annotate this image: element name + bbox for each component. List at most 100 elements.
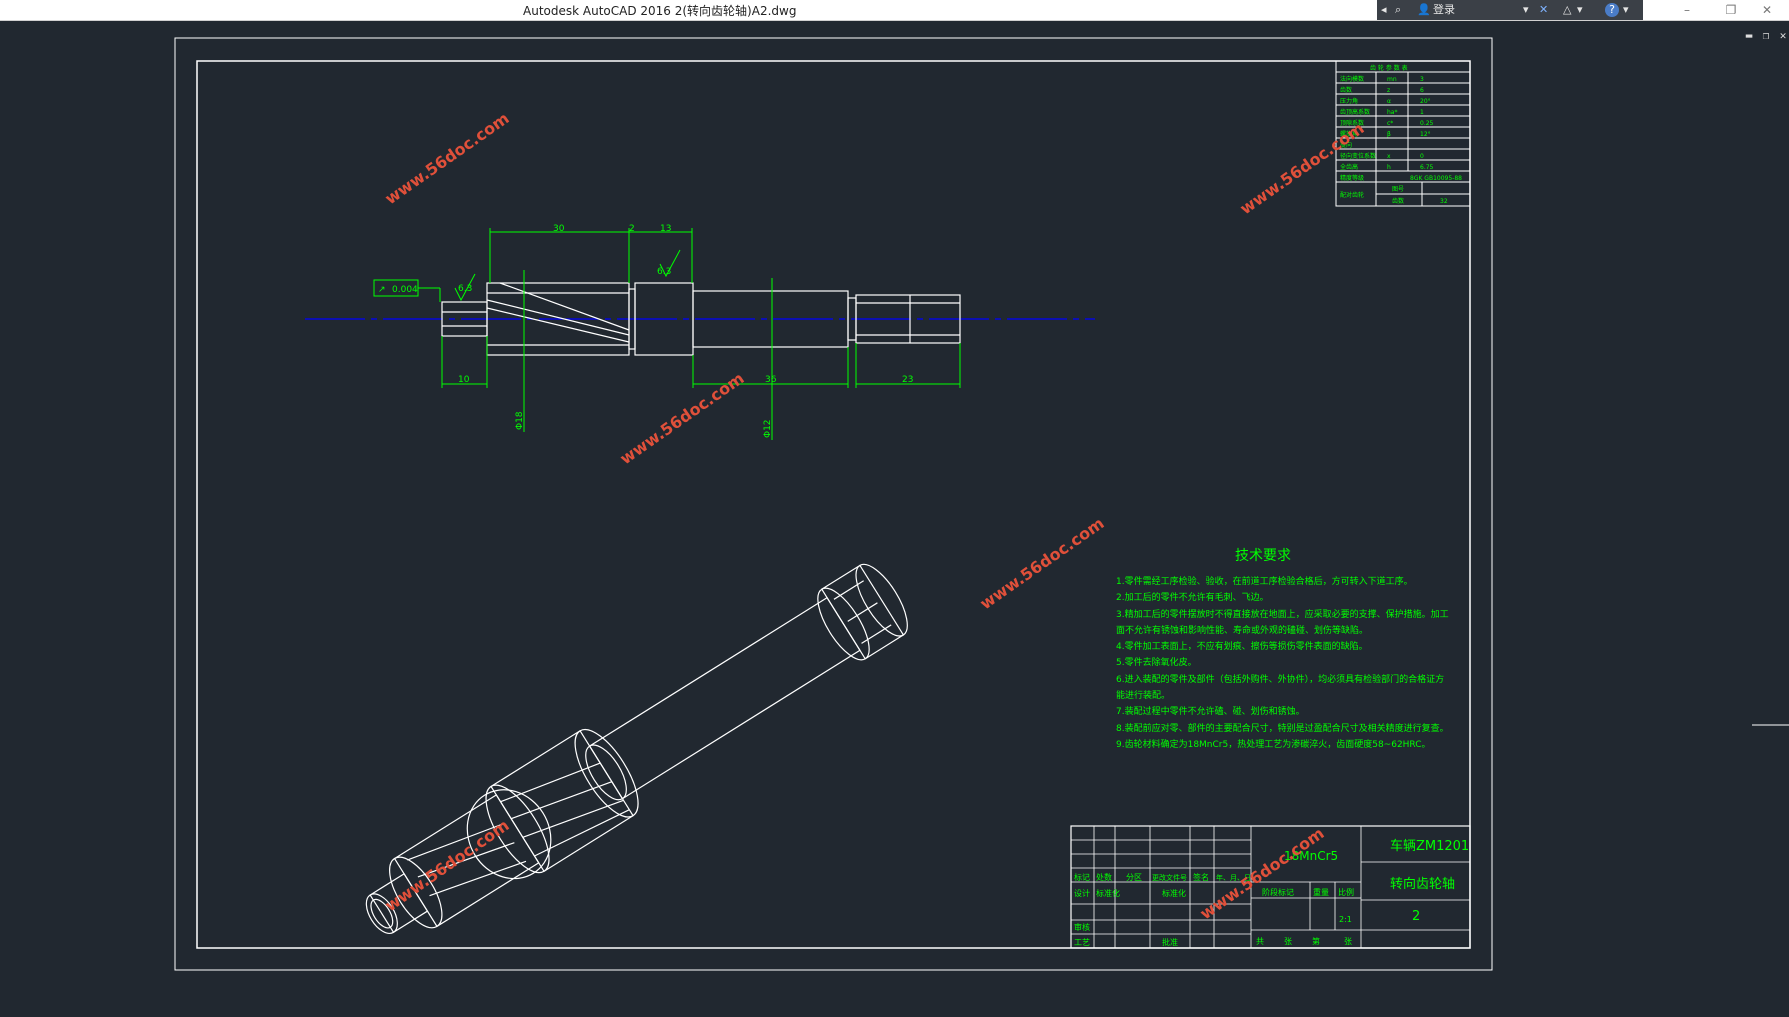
runout-tolerance: 0.004 <box>392 285 418 295</box>
watermark-text: www.56doc.com <box>976 513 1107 613</box>
dimension-lines <box>373 228 961 440</box>
viewport-restore-button[interactable]: ❐ <box>1762 29 1770 42</box>
watermark-text: www.56doc.com <box>381 815 512 915</box>
watermarks: www.56doc.com www.56doc.com www.56doc.co… <box>381 108 1367 923</box>
dim-10: 10 <box>458 375 470 385</box>
dim-30: 30 <box>553 224 565 234</box>
dropdown-icon[interactable]: ▾ <box>1523 3 1529 16</box>
svg-text:张: 张 <box>1284 937 1292 946</box>
svg-text:标记: 标记 <box>1074 872 1090 882</box>
sign-in-link[interactable]: 登录 <box>1433 3 1455 16</box>
shaft-front-view <box>441 282 961 356</box>
exchange-icon[interactable]: ✕ <box>1539 3 1549 16</box>
svg-text:更改文件号: 更改文件号 <box>1152 873 1187 882</box>
dim-dia18: Φ18 <box>515 411 525 430</box>
svg-text:螺旋角: 螺旋角 <box>1340 130 1358 138</box>
svg-text:审核: 审核 <box>1074 922 1090 932</box>
tech-req-line: 7.装配过程中零件不允许磕、碰、划伤和锈蚀。 <box>1116 705 1305 717</box>
material-label: 18MnCr5 <box>1284 849 1338 863</box>
viewport-close-button[interactable]: ✕ <box>1779 29 1787 42</box>
svg-text:压力角: 压力角 <box>1340 97 1358 105</box>
dim-36: 36 <box>765 375 777 385</box>
minimize-button[interactable]: – <box>1684 3 1690 17</box>
roughness-1: 6.3 <box>458 284 472 294</box>
svg-text:h: h <box>1387 164 1391 171</box>
window-title: Autodesk AutoCAD 2016 2(转向齿轮轴)A2.dwg <box>523 4 797 18</box>
svg-text:处数: 处数 <box>1096 872 1112 882</box>
tech-req-line: 3.精加工后的零件摆放时不得直接放在地面上，应采取必要的支撑、保护措施。加工 <box>1116 608 1449 620</box>
svg-text:z: z <box>1387 87 1390 94</box>
svg-text:径向变位系数: 径向变位系数 <box>1340 152 1376 160</box>
drawing-canvas[interactable]: 30 2 1 3 10 36 23 Φ18 Φ12 0.004 ↗ 6.3 6.3 <box>0 20 1789 1013</box>
tech-req-line: 能进行装配。 <box>1116 689 1170 701</box>
drawing-number: 2 <box>1412 909 1420 924</box>
tech-req-line: 6.进入装配的零件及部件（包括外购件、外协件），均必须具有检验部门的合格证方 <box>1116 673 1444 685</box>
svg-text:法向模数: 法向模数 <box>1340 75 1364 83</box>
user-icon[interactable]: 👤 <box>1417 3 1431 16</box>
svg-text:标准化: 标准化 <box>1096 888 1120 898</box>
roughness-2: 6.3 <box>657 267 671 277</box>
svg-text:齿顶高系数: 齿顶高系数 <box>1340 108 1370 116</box>
svg-text:分区: 分区 <box>1126 873 1142 882</box>
info-center-toolbar: ◂ ⌕ 👤 登录 ▾ ✕ △ ▾ ? ▾ <box>1377 0 1643 20</box>
sheet-outer-border <box>174 37 1493 971</box>
svg-text:mn: mn <box>1387 76 1397 83</box>
watermark-text: www.56doc.com <box>616 368 747 468</box>
svg-text:1: 1 <box>1420 109 1424 116</box>
dim-23: 23 <box>902 375 913 385</box>
svg-text:0.25: 0.25 <box>1420 120 1434 127</box>
svg-text:精度等级: 精度等级 <box>1340 174 1364 182</box>
close-button[interactable]: ✕ <box>1761 3 1773 17</box>
svg-text:重量: 重量 <box>1313 887 1329 897</box>
svg-text:齿数: 齿数 <box>1340 86 1352 94</box>
svg-text:8GK GB10095-88: 8GK GB10095-88 <box>1410 175 1462 182</box>
tech-req-line: 2.加工后的零件不允许有毛刺、飞边。 <box>1116 591 1269 603</box>
svg-text:标准化: 标准化 <box>1162 888 1186 898</box>
scroll-left-icon[interactable]: ◂ <box>1381 3 1387 16</box>
svg-text:共: 共 <box>1256 937 1264 946</box>
svg-text:配对齿轮: 配对齿轮 <box>1340 191 1364 199</box>
technical-requirements: 技术要求 1.零件需经工序检验、验收，在前道工序检验合格后，方可转入下道工序。 … <box>1116 548 1449 750</box>
help-dropdown-icon[interactable]: ▾ <box>1623 3 1629 16</box>
company-label: 车辆ZM1201 <box>1390 838 1469 854</box>
svg-text:张: 张 <box>1344 937 1352 946</box>
svg-text:工艺: 工艺 <box>1074 938 1090 947</box>
svg-text:批准: 批准 <box>1162 937 1178 947</box>
svg-text:旋向: 旋向 <box>1340 141 1352 149</box>
svg-text:3: 3 <box>1420 76 1424 83</box>
a360-icon[interactable]: △ <box>1563 3 1572 16</box>
svg-text:12°: 12° <box>1420 131 1431 138</box>
svg-text:齿数: 齿数 <box>1392 197 1404 205</box>
svg-text:0: 0 <box>1420 153 1424 160</box>
svg-text:比例: 比例 <box>1338 887 1354 897</box>
svg-text:全齿高: 全齿高 <box>1340 163 1358 171</box>
dim-2: 2 <box>629 224 635 234</box>
dimension-texts: 30 2 13 10 36 23 Φ18 Φ12 0.004 ↗ 6.3 6.3 <box>378 224 913 438</box>
watermark-text: www.56doc.com <box>381 108 512 208</box>
tech-req-title: 技术要求 <box>1235 548 1291 564</box>
svg-text:20°: 20° <box>1420 98 1431 105</box>
help-icon[interactable]: ? <box>1605 3 1619 17</box>
svg-text:6.75: 6.75 <box>1420 164 1434 171</box>
title-bar: Autodesk AutoCAD 2016 2(转向齿轮轴)A2.dwg ◂ ⌕… <box>0 0 1789 21</box>
title-block: 18MnCr5 车辆ZM1201 转向齿轮轴 2 2:1 标记 处数 分区 更改… <box>1070 825 1471 949</box>
restore-button[interactable]: ❐ <box>1725 3 1737 17</box>
shaft-isometric-view <box>365 563 908 934</box>
dim-dia12: Φ12 <box>763 419 773 438</box>
svg-text:第: 第 <box>1312 936 1320 946</box>
sheet-inner-border <box>196 60 1471 949</box>
binoculars-icon[interactable]: ⌕ <box>1395 3 1402 16</box>
tech-req-line: 1.零件需经工序检验、验收，在前道工序检验合格后，方可转入下道工序。 <box>1116 575 1413 587</box>
svg-text:ha*: ha* <box>1387 109 1397 116</box>
viewport-minimize-button[interactable]: ▬ <box>1745 29 1753 42</box>
svg-text:顶隙系数: 顶隙系数 <box>1340 119 1364 127</box>
tech-req-line: 8.装配前应对零、部件的主要配合尺寸，特别是过盈配合尺寸及相关精度进行复查。 <box>1116 722 1449 734</box>
runout-symbol: ↗ <box>378 285 386 295</box>
svg-text:α: α <box>1387 98 1391 105</box>
svg-text:年、月、日: 年、月、日 <box>1216 873 1251 882</box>
svg-text:阶段标记: 阶段标记 <box>1262 887 1294 897</box>
svg-text:6: 6 <box>1420 87 1424 94</box>
svg-text:x: x <box>1387 153 1391 160</box>
a360-dropdown-icon[interactable]: ▾ <box>1577 3 1583 16</box>
